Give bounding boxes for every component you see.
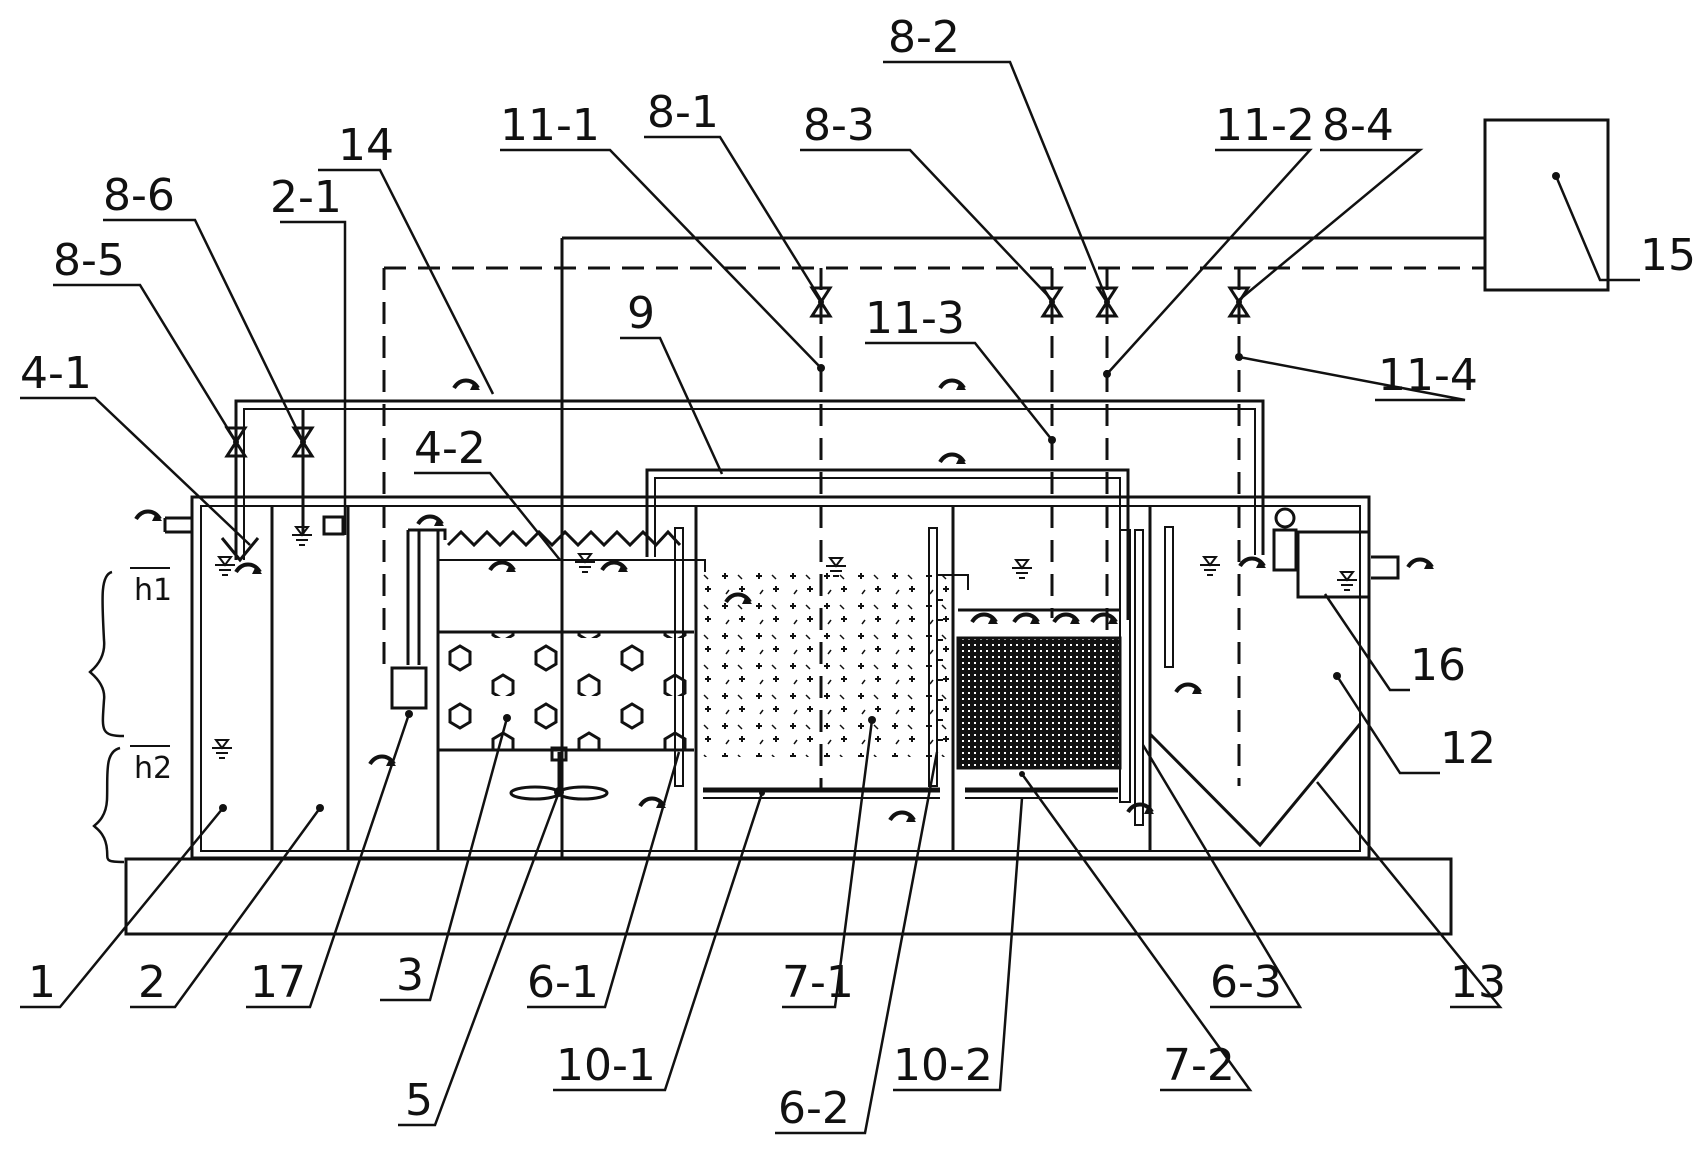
compartment-7-1	[700, 557, 950, 799]
label-3: 3	[396, 950, 424, 1001]
sludge-pipe-9	[645, 452, 1130, 620]
label-1: 1	[28, 957, 56, 1008]
label-10-1: 10-1	[556, 1040, 656, 1091]
label-2-1: 2-1	[270, 172, 342, 223]
label-8-3: 8-3	[803, 100, 875, 151]
labels: 8-2 8-1 14 11-1 8-3 11-2 8-4 8-6 2-1 8-5…	[20, 12, 1696, 1134]
label-6-2: 6-2	[778, 1083, 850, 1134]
leader-lines	[20, 60, 1640, 1135]
compartment-walls	[270, 506, 1152, 851]
blower-15	[1483, 118, 1610, 292]
label-11-3: 11-3	[865, 293, 965, 344]
label-6-1: 6-1	[527, 957, 599, 1008]
label-4-2: 4-2	[414, 423, 486, 474]
level-sensor-2-1	[322, 515, 345, 536]
label-6-3: 6-3	[1210, 957, 1282, 1008]
level-h1: h1	[134, 573, 172, 608]
label-11-4: 11-4	[1378, 350, 1478, 401]
label-17: 17	[250, 957, 306, 1008]
sedimentation-tank	[1148, 507, 1371, 848]
compartment-7-2	[956, 559, 1122, 799]
label-7-1: 7-1	[782, 957, 854, 1008]
compartment-2	[291, 515, 345, 812]
label-8-1: 8-1	[647, 87, 719, 138]
baffle-6-3	[1119, 526, 1204, 826]
return-pipe-14	[225, 378, 1265, 560]
label-8-6: 8-6	[103, 170, 175, 221]
regulating-tank	[211, 537, 264, 812]
label-10-2: 10-2	[893, 1040, 993, 1091]
label-8-2: 8-2	[888, 12, 960, 63]
label-4-1: 4-1	[20, 348, 92, 399]
baffle-6-2	[888, 527, 969, 824]
level-h2: h2	[134, 751, 172, 786]
label-11-2: 11-2	[1215, 100, 1315, 151]
label-11-1: 11-1	[500, 100, 600, 151]
label-7-2: 7-2	[1163, 1040, 1235, 1091]
label-13: 13	[1450, 957, 1506, 1008]
label-16: 16	[1410, 640, 1466, 691]
label-8-4: 8-4	[1322, 100, 1394, 151]
base-platform	[124, 857, 1453, 936]
main-tank	[134, 495, 1436, 860]
level-markers: h1 h2	[88, 567, 172, 864]
label-5: 5	[405, 1075, 433, 1126]
label-12: 12	[1440, 723, 1496, 774]
label-9: 9	[627, 288, 655, 339]
air-main	[382, 236, 1485, 858]
label-14: 14	[338, 120, 394, 171]
label-2: 2	[138, 957, 166, 1008]
compartment-3	[368, 514, 694, 810]
label-15: 15	[1640, 230, 1696, 281]
label-8-5: 8-5	[53, 235, 125, 286]
